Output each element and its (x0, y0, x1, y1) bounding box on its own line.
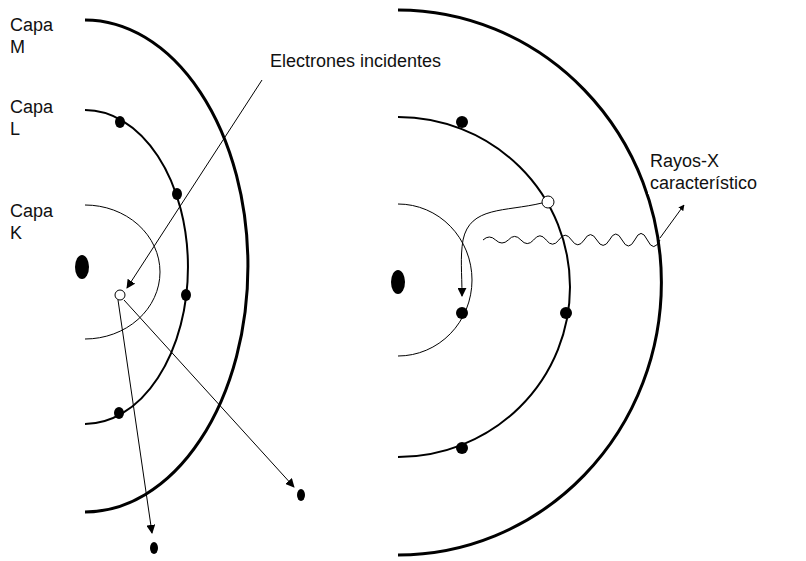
shell-label: Capa K (10, 200, 62, 244)
xray-label: Rayos-X característico (648, 150, 802, 194)
shell-label: Capa L (10, 96, 62, 140)
shell-label: Capa M (10, 14, 62, 58)
incident-label: Electrones incidentes (268, 50, 512, 72)
